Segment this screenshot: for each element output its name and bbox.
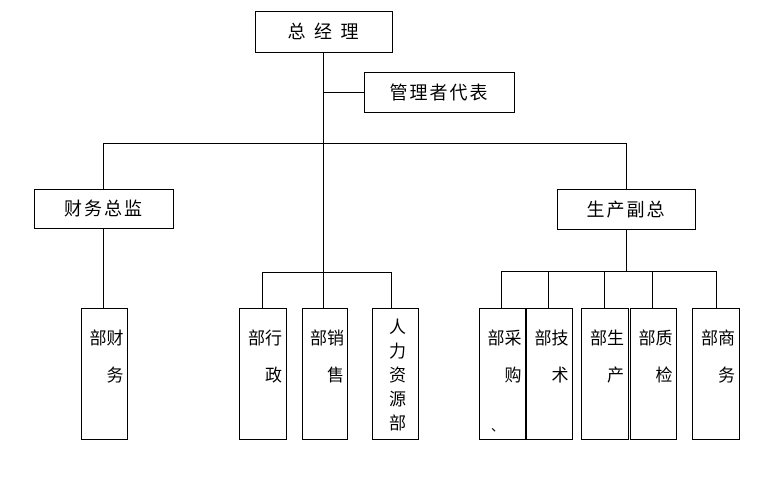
connector-drop-quality <box>652 271 653 308</box>
node-general-manager-label: 总 经 理 <box>287 22 361 42</box>
connector-mid-horizontal <box>262 272 392 273</box>
connector-main-horizontal <box>103 143 627 144</box>
node-purchasing-dept: 采购部 <box>479 308 526 440</box>
node-management-representative-label: 管理者代表 <box>389 82 490 103</box>
connector-drop-commerce <box>716 271 717 308</box>
node-finance-director-label: 财务总监 <box>64 199 144 219</box>
node-general-manager: 总 经 理 <box>255 11 393 53</box>
node-finance-dept-label: 财务部 <box>86 329 123 403</box>
node-production-dept: 生产部 <box>581 308 629 440</box>
connector-drop-production <box>604 271 605 308</box>
node-commerce-dept: 商务部 <box>692 308 740 440</box>
node-purchasing-dept-label: 采购部 <box>484 329 521 403</box>
node-finance-dept: 财务部 <box>81 308 128 440</box>
stray-punctuation-mark: 、 <box>491 419 505 434</box>
connector-center-vertical <box>323 143 324 308</box>
connector-drop-hr <box>391 272 392 308</box>
connector-drop-admin <box>262 272 263 308</box>
node-hr-dept: 人力资源部 <box>372 308 419 440</box>
connector-production-vp-down <box>626 230 627 271</box>
node-production-dept-label: 生产部 <box>587 329 623 403</box>
node-commerce-dept-label: 商务部 <box>698 329 734 403</box>
node-finance-director: 财务总监 <box>34 189 174 229</box>
connector-main-to-production-vp <box>626 143 627 189</box>
connector-main-to-finance-dir <box>103 143 104 189</box>
node-production-vice-president: 生产副总 <box>557 189 696 230</box>
connector-drop-purchasing <box>501 271 502 308</box>
node-admin-dept-label: 行政部 <box>245 329 281 403</box>
node-technical-dept-label: 技术部 <box>531 329 568 403</box>
connector-drop-technical <box>548 271 549 308</box>
node-quality-inspection-dept: 质检部 <box>630 308 677 440</box>
node-production-vice-president-label: 生产副总 <box>586 199 667 220</box>
node-management-representative: 管理者代表 <box>364 72 515 113</box>
node-admin-dept: 行政部 <box>239 308 287 440</box>
connector-right-horizontal <box>501 271 717 272</box>
connector-finance-dir-to-dept <box>103 229 104 308</box>
connector-gm-to-rep <box>323 92 364 93</box>
node-sales-dept: 销售部 <box>302 308 348 440</box>
connector-gm-vertical <box>323 53 324 143</box>
node-technical-dept: 技术部 <box>526 308 573 440</box>
node-sales-dept-label: 销售部 <box>307 329 343 403</box>
node-quality-inspection-dept-label: 质检部 <box>635 329 672 403</box>
node-hr-dept-label: 人力资源部 <box>386 317 405 438</box>
